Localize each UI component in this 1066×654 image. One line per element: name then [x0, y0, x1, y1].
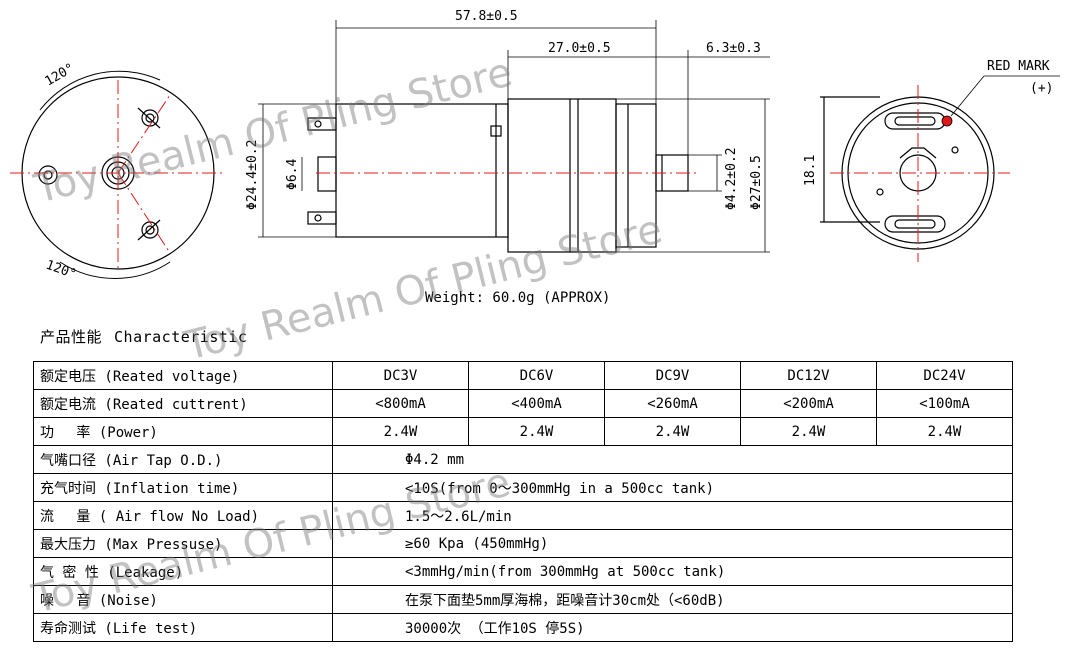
angle-bottom-label: 120°	[44, 258, 79, 283]
dim-back-height: 18.1	[803, 155, 818, 186]
row-label: 气 密 性 (Leakage)	[33, 557, 333, 586]
red-mark-leader	[950, 75, 985, 117]
row-value: 30000次 （工作10S 停5S)	[332, 613, 1013, 642]
row-label: 额定电压 (Reated voltage)	[33, 361, 333, 390]
dim-nozzle-inner: Φ6.4	[285, 159, 300, 190]
red-mark-icon	[941, 115, 953, 127]
section-title-en: Characteristic	[114, 328, 248, 346]
front-view	[21, 70, 215, 279]
row-label: 寿命测试 (Life test)	[33, 613, 333, 642]
row-value: <260mA	[604, 389, 741, 418]
row-value: 2.4W	[876, 417, 1013, 446]
row-value: 1.5～2.6L/min	[332, 501, 1013, 530]
row-label: 最大压力 (Max Pressuse)	[33, 529, 333, 558]
table-row: 充气时间 (Inflation time)<10S(from 0～300mmHg…	[33, 473, 1013, 502]
angle-top-label: 120°	[43, 61, 78, 90]
row-value: ≥60 Kpa (450mmHg)	[332, 529, 1013, 558]
weight-caption: Weight: 60.0g (APPROX)	[425, 290, 611, 306]
section-title: 产品性能 Characteristic	[40, 326, 247, 347]
front-centerlines	[10, 80, 225, 268]
row-value: 2.4W	[740, 417, 877, 446]
row-value: <800mA	[332, 389, 469, 418]
row-value: 2.4W	[468, 417, 605, 446]
row-label: 充气时间 (Inflation time)	[33, 473, 333, 502]
section-title-cn: 产品性能	[40, 328, 103, 346]
table-row: 流 量 ( Air flow No Load)1.5～2.6L/min	[33, 501, 1013, 530]
row-value: <400mA	[468, 389, 605, 418]
side-view	[307, 98, 689, 253]
dim-pump-dia: Φ27±0.5	[749, 155, 764, 210]
row-value: DC12V	[740, 361, 877, 390]
dim-overall: 57.8±0.5	[455, 9, 518, 24]
row-value: DC24V	[876, 361, 1013, 390]
row-value: 2.4W	[604, 417, 741, 446]
dim-shaft: 6.3±0.3	[706, 41, 761, 56]
row-value: <100mA	[876, 389, 1013, 418]
row-value: <10S(from 0～300mmHg in a 500cc tank)	[332, 473, 1013, 502]
row-label: 噪 音 (Noise)	[33, 585, 333, 614]
dim-nozzle: Φ4.2±0.2	[724, 147, 739, 210]
row-value: <200mA	[740, 389, 877, 418]
row-label: 流 量 ( Air flow No Load)	[33, 501, 333, 530]
row-label: 气嘴口径 (Air Tap O.D.)	[33, 445, 333, 474]
row-value: 2.4W	[332, 417, 469, 446]
dim-motor-dia: Φ24.4±0.2	[245, 140, 260, 210]
row-value: 在泵下面垫5mm厚海棉，距噪音计30cm处（<60dB)	[332, 585, 1013, 614]
row-value: Φ4.2 mm	[332, 445, 1013, 474]
row-value: DC3V	[332, 361, 469, 390]
table-row: 噪 音 (Noise)在泵下面垫5mm厚海棉，距噪音计30cm处（<60dB)	[33, 585, 1013, 614]
table-row: 气 密 性 (Leakage)<3mmHg/min(from 300mmHg a…	[33, 557, 1013, 586]
row-value: <3mmHg/min(from 300mmHg at 500cc tank)	[332, 557, 1013, 586]
table-row: 气嘴口径 (Air Tap O.D.)Φ4.2 mm	[33, 445, 1013, 474]
back-centerlines	[830, 85, 1010, 262]
row-label: 功 率 (Power)	[33, 417, 333, 446]
table-row: 最大压力 (Max Pressuse)≥60 Kpa (450mmHg)	[33, 529, 1013, 558]
row-value: DC9V	[604, 361, 741, 390]
dimension-lines	[258, 20, 770, 253]
technical-drawing: 120° 120° 57.	[10, 9, 1060, 283]
row-value: DC6V	[468, 361, 605, 390]
red-mark-label: RED MARK	[987, 59, 1050, 74]
table-row: 额定电流 (Reated cuttrent)<800mA<400mA<260mA…	[33, 389, 1013, 418]
table-row: 寿命测试 (Life test)30000次 （工作10S 停5S)	[33, 613, 1013, 642]
row-label: 额定电流 (Reated cuttrent)	[33, 389, 333, 418]
dim-gearbox: 27.0±0.5	[548, 41, 611, 56]
red-mark-polarity: (+)	[1030, 81, 1053, 96]
